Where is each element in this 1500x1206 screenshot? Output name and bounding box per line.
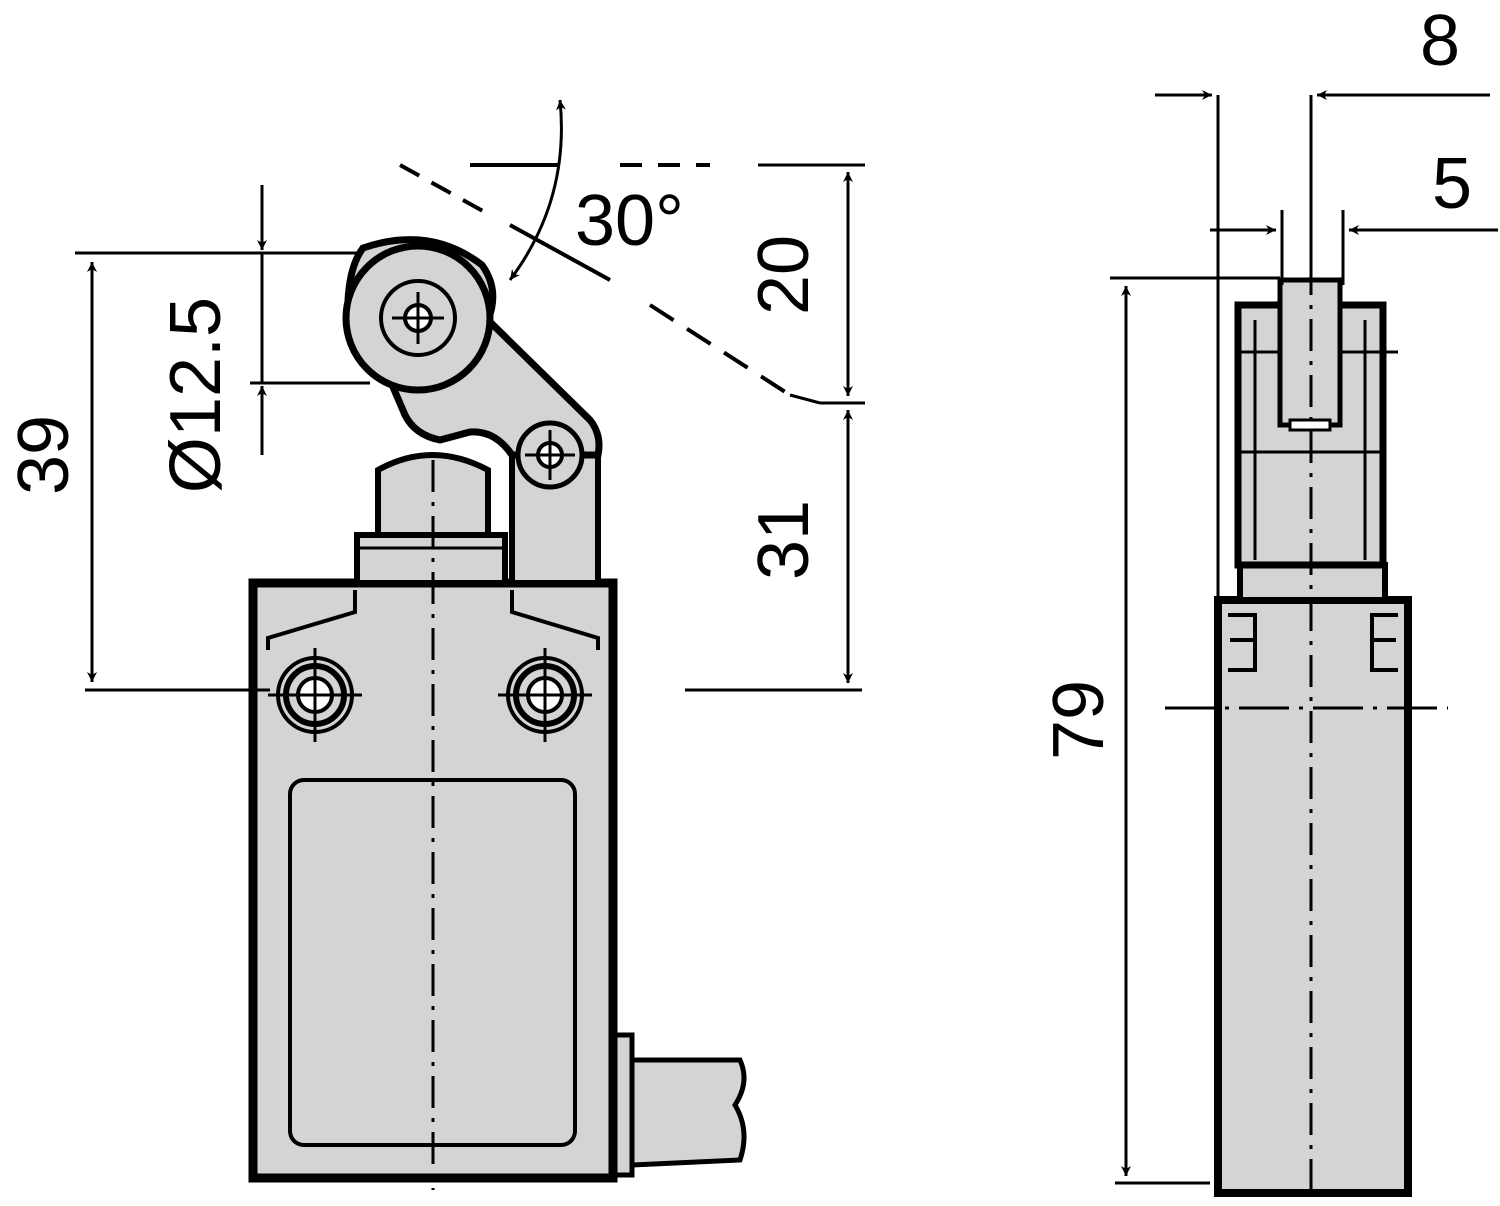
- lever-pivot-screw: [515, 420, 585, 490]
- dim-5: [1210, 210, 1498, 285]
- dim-angle-label: 30°: [575, 181, 684, 261]
- mounting-screw-left: [268, 648, 362, 742]
- dim-roller-diameter: [250, 185, 370, 455]
- side-view: 8 5 79: [1039, 1, 1498, 1197]
- dim-angle: [399, 99, 792, 397]
- dim-8: [1155, 90, 1490, 600]
- dim-79: [1110, 276, 1280, 1185]
- dim-31: [685, 410, 862, 692]
- head-outline: [266, 590, 600, 650]
- dim-20-label: 20: [744, 235, 824, 315]
- roller: [342, 242, 494, 394]
- dim-39-label: 39: [4, 415, 84, 495]
- mounting-screw-right: [498, 648, 592, 742]
- dim-79-label: 79: [1039, 680, 1119, 760]
- dim-5-label: 5: [1432, 144, 1472, 224]
- side-body: [1214, 596, 1412, 1197]
- dim-roller-diameter-label: Ø12.5: [156, 297, 236, 493]
- plunger-collar: [354, 532, 508, 586]
- front-view: 39 Ø12.5 30° 20: [4, 99, 865, 1190]
- dim-20: [758, 163, 865, 405]
- dim-31-label: 31: [744, 500, 824, 580]
- dim-8-label: 8: [1420, 1, 1460, 81]
- cable-gland: [609, 1032, 747, 1178]
- plunger: [375, 452, 491, 538]
